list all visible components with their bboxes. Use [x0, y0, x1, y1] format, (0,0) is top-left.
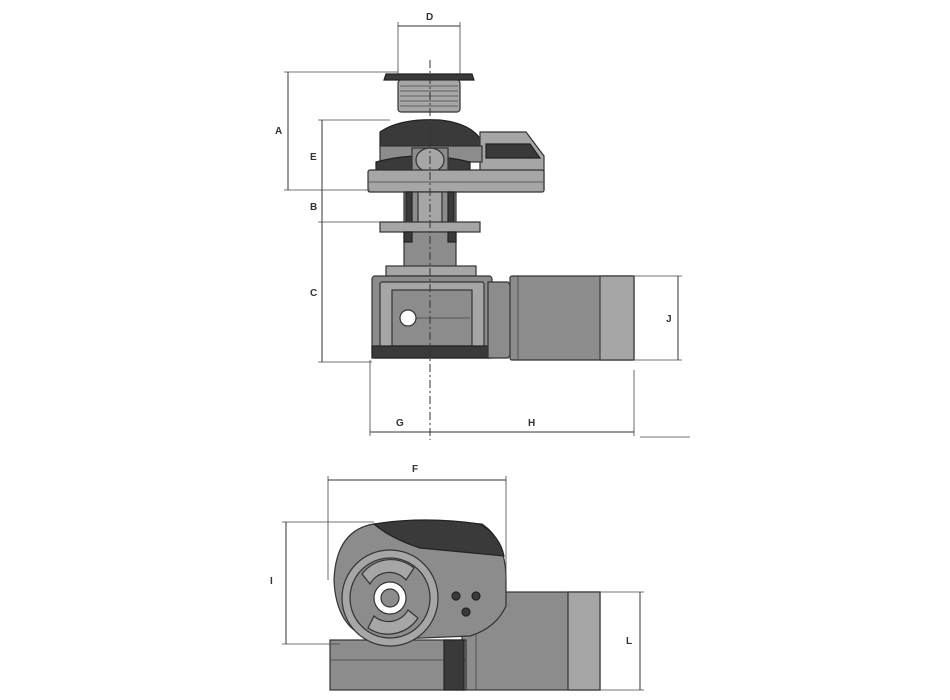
- dim-label-f: F: [412, 464, 418, 475]
- dimension-a: A: [275, 71, 398, 191]
- side-view: D A E B C: [275, 12, 690, 440]
- gearbox: [371, 275, 515, 359]
- dim-label-c: C: [310, 288, 317, 299]
- dimension-g-h: G H: [369, 360, 690, 438]
- capstan-drum: [383, 73, 475, 113]
- base-top: [329, 639, 467, 691]
- housing-top: [333, 519, 507, 647]
- dim-label-g: G: [396, 418, 404, 429]
- dimension-b: B: [310, 190, 380, 223]
- dim-label-i: I: [270, 576, 273, 587]
- dimension-l: L: [600, 591, 644, 691]
- dim-label-e: E: [310, 152, 317, 163]
- dim-label-j: J: [666, 314, 672, 325]
- dimension-e: E: [310, 119, 390, 190]
- dim-label-d: D: [426, 12, 433, 23]
- dim-label-a: A: [275, 126, 282, 137]
- dimension-d: D: [397, 12, 461, 74]
- dim-label-h: H: [528, 418, 535, 429]
- dimension-f: F: [327, 464, 507, 580]
- top-view: F I L: [270, 464, 644, 691]
- dim-label-b: B: [310, 202, 317, 213]
- dimension-j: J: [634, 275, 682, 361]
- dimension-i: I: [270, 521, 374, 645]
- dim-label-l: L: [626, 636, 632, 647]
- motor: [509, 275, 635, 361]
- motor-top: [461, 591, 601, 691]
- deck-housing: [367, 119, 545, 193]
- dimension-c: C: [310, 222, 372, 363]
